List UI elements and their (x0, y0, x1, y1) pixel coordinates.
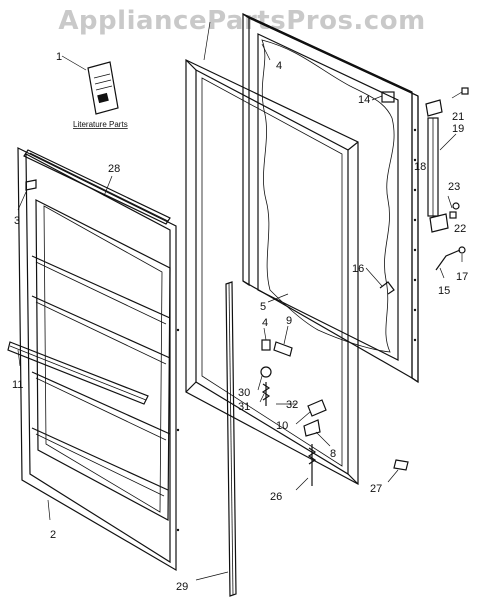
watermark-text: AppliancePartsPros.com (58, 6, 426, 36)
callout-5: 5 (260, 301, 266, 313)
callout-1: 1 (56, 51, 62, 63)
callout-10: 10 (276, 420, 288, 432)
lower-hinge-bracket (429, 195, 460, 233)
callout-27: 27 (370, 483, 382, 495)
callout-32: 32 (286, 399, 298, 411)
callout-8: 8 (330, 448, 336, 460)
door-handle-bar (7, 341, 149, 405)
callout-14: 14 (358, 94, 370, 106)
callout-16: 16 (352, 263, 364, 275)
hinge-spring-rod (427, 117, 457, 217)
callout-11: 11 (12, 379, 23, 391)
callout-26: 26 (270, 491, 282, 503)
callout-15: 15 (438, 285, 450, 297)
upper-hinge-bracket (425, 87, 469, 117)
callout-2: 2 (50, 529, 56, 541)
callout-22: 22 (454, 223, 466, 235)
door-gasket-frame (185, 59, 359, 486)
callout-29: 29 (176, 581, 188, 593)
callout-17: 17 (456, 271, 468, 283)
cabinet-frame (242, 12, 419, 483)
door-clip (17, 179, 37, 211)
callout-23: 23 (448, 181, 460, 193)
callout-28: 28 (108, 163, 120, 175)
callout-9: 9 (286, 315, 292, 327)
callout-21: 21 (452, 111, 464, 123)
top-trim-strip (23, 149, 171, 225)
outer-door-panel (17, 147, 180, 572)
callout-4-lower: 4 (262, 317, 268, 329)
hardware-cluster (257, 325, 331, 491)
callout-3: 3 (14, 215, 20, 227)
literature-booklet (61, 55, 119, 115)
vertical-gasket-strip (195, 281, 237, 597)
callout-4-top: 4 (276, 60, 282, 72)
center-bracket (365, 267, 395, 295)
literature-parts-label: Literature Parts (73, 120, 128, 129)
callout-18: 18 (414, 161, 426, 173)
callout-19: 19 (452, 123, 464, 135)
door-stop-pin (435, 246, 466, 279)
callout-30: 30 (238, 387, 250, 399)
callout-31: 31 (238, 401, 250, 413)
